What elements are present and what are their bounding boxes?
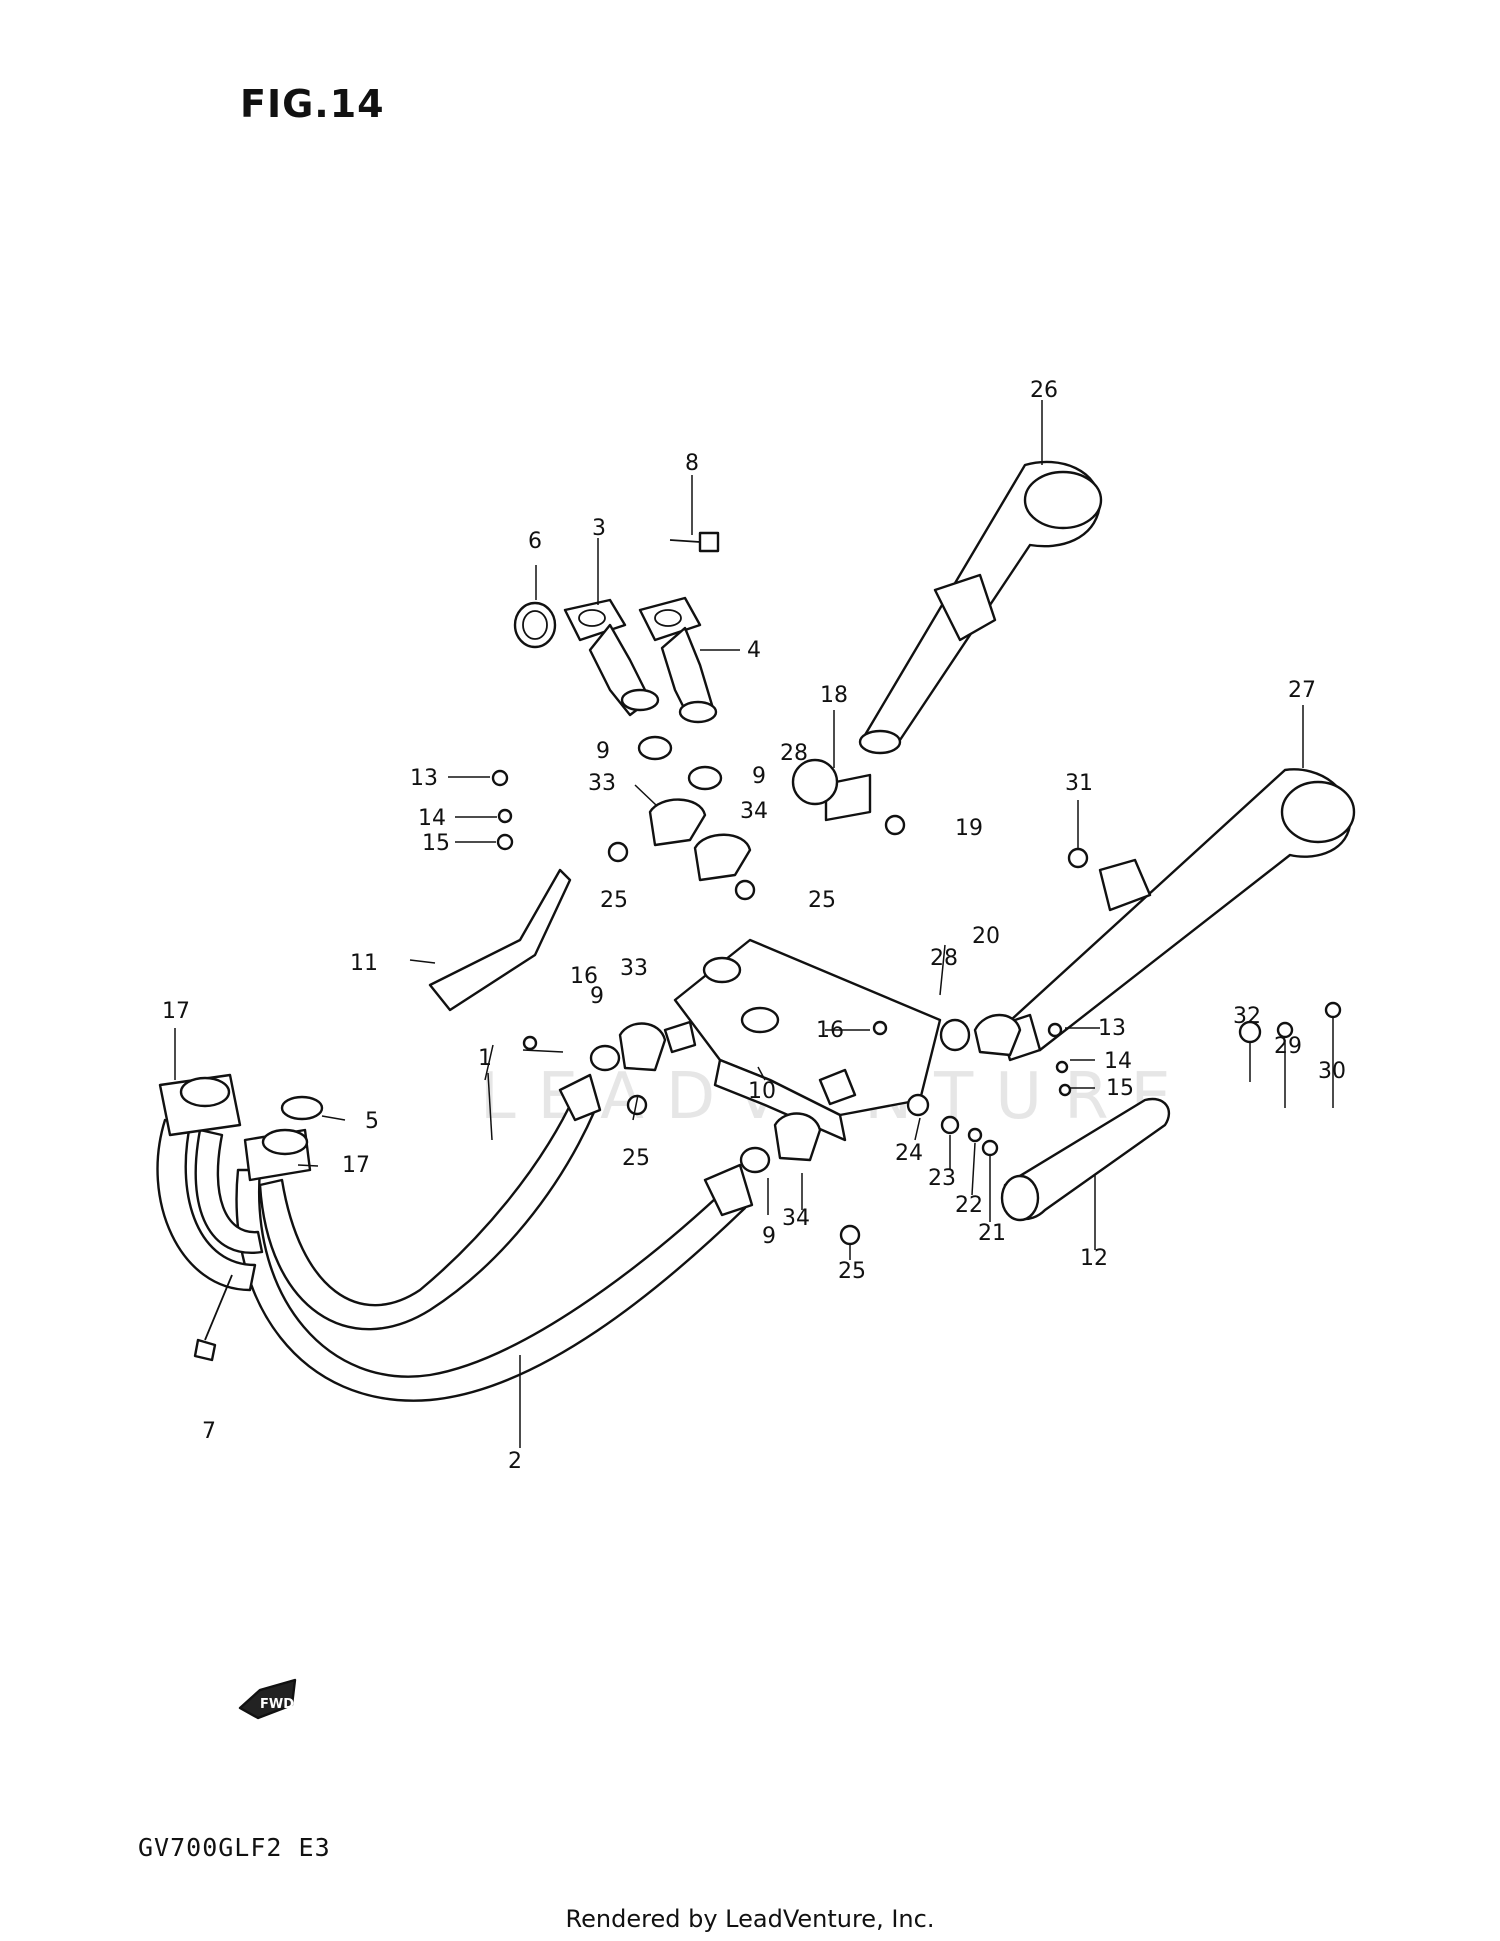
bracket-11 — [428, 868, 572, 1012]
rear-downtube — [156, 1118, 264, 1292]
callout-7: 7 — [202, 1419, 216, 1444]
callout-22: 22 — [955, 1193, 983, 1218]
callout-28b: 28 — [930, 946, 958, 971]
callout-9d: 9 — [762, 1224, 776, 1249]
forward-arrow-icon: FWD — [238, 1678, 297, 1720]
callout-1: 1 — [478, 1046, 492, 1071]
tail-pipe-12 — [1000, 1097, 1171, 1222]
callout-12: 12 — [1080, 1246, 1108, 1271]
callout-29: 29 — [1274, 1034, 1302, 1059]
callout-31: 31 — [1065, 771, 1093, 796]
callout-34b: 34 — [782, 1206, 810, 1231]
exhaust-pipe-2 — [235, 1163, 754, 1402]
bolt-7 — [193, 1274, 233, 1362]
bolt-8 — [669, 531, 720, 553]
callout-5: 5 — [365, 1109, 379, 1134]
callout-17a: 17 — [162, 999, 190, 1024]
callout-13a: 13 — [410, 766, 438, 791]
callout-21: 21 — [978, 1221, 1006, 1246]
callout-8: 8 — [685, 451, 699, 476]
callout-25b: 25 — [600, 888, 628, 913]
callout-34a: 34 — [740, 799, 768, 824]
callout-19: 19 — [955, 816, 983, 841]
exhaust-joint-3 — [563, 598, 660, 717]
fwd-label: FWD — [260, 1697, 294, 1712]
muffler-26 — [858, 460, 1103, 755]
callout-16b: 16 — [816, 1018, 844, 1043]
callout-14a: 14 — [418, 806, 446, 831]
model-code: GV700GLF2 E3 — [138, 1833, 331, 1862]
callout-26: 26 — [1030, 378, 1058, 403]
exhaust-pipe-1 — [258, 1073, 602, 1331]
callout-15b: 15 — [1106, 1076, 1134, 1101]
callout-20: 20 — [972, 924, 1000, 949]
figure-title: FIG.14 — [240, 82, 385, 126]
pipe-flange-17-front — [243, 1128, 312, 1182]
callout-25d: 25 — [838, 1259, 866, 1284]
callout-17b: 17 — [342, 1153, 370, 1178]
callout-9c: 9 — [590, 984, 604, 1009]
callout-14b: 14 — [1104, 1049, 1132, 1074]
callout-6: 6 — [528, 529, 542, 554]
callout-15a: 15 — [422, 831, 450, 856]
clamps — [589, 735, 1022, 1174]
small-hardware — [491, 769, 1342, 1246]
gasket-6 — [513, 601, 557, 649]
gasket-5 — [280, 1095, 324, 1121]
callout-11: 11 — [350, 951, 378, 976]
callout-10: 10 — [748, 1079, 776, 1104]
callout-9b: 9 — [752, 764, 766, 789]
muffler-27 — [998, 768, 1356, 1062]
pipe-flange-17-rear — [158, 1073, 242, 1137]
callout-18: 18 — [820, 683, 848, 708]
callout-27: 27 — [1288, 678, 1316, 703]
exhaust-chamber-10 — [663, 938, 942, 1142]
callout-3: 3 — [592, 516, 606, 541]
callout-28a: 28 — [780, 741, 808, 766]
callout-2: 2 — [508, 1449, 522, 1474]
callout-24: 24 — [895, 1141, 923, 1166]
callout-33a: 33 — [588, 771, 616, 796]
callout-16a: 16 — [570, 964, 598, 989]
exhaust-joint-4 — [638, 596, 718, 724]
callout-25a: 25 — [808, 888, 836, 913]
callout-33b: 33 — [620, 956, 648, 981]
leader-lines — [174, 400, 1334, 1448]
callout-4: 4 — [747, 638, 761, 663]
callout-labels: 26 8 6 3 4 27 18 9 9 28 13 33 31 34 19 1… — [162, 378, 1346, 1474]
render-credit: Rendered by LeadVenture, Inc. — [565, 1905, 935, 1933]
callout-30: 30 — [1318, 1059, 1346, 1084]
callout-13b: 13 — [1098, 1016, 1126, 1041]
callout-25c: 25 — [622, 1146, 650, 1171]
callout-32: 32 — [1233, 1004, 1261, 1029]
callout-9a: 9 — [596, 739, 610, 764]
callout-23: 23 — [928, 1166, 956, 1191]
